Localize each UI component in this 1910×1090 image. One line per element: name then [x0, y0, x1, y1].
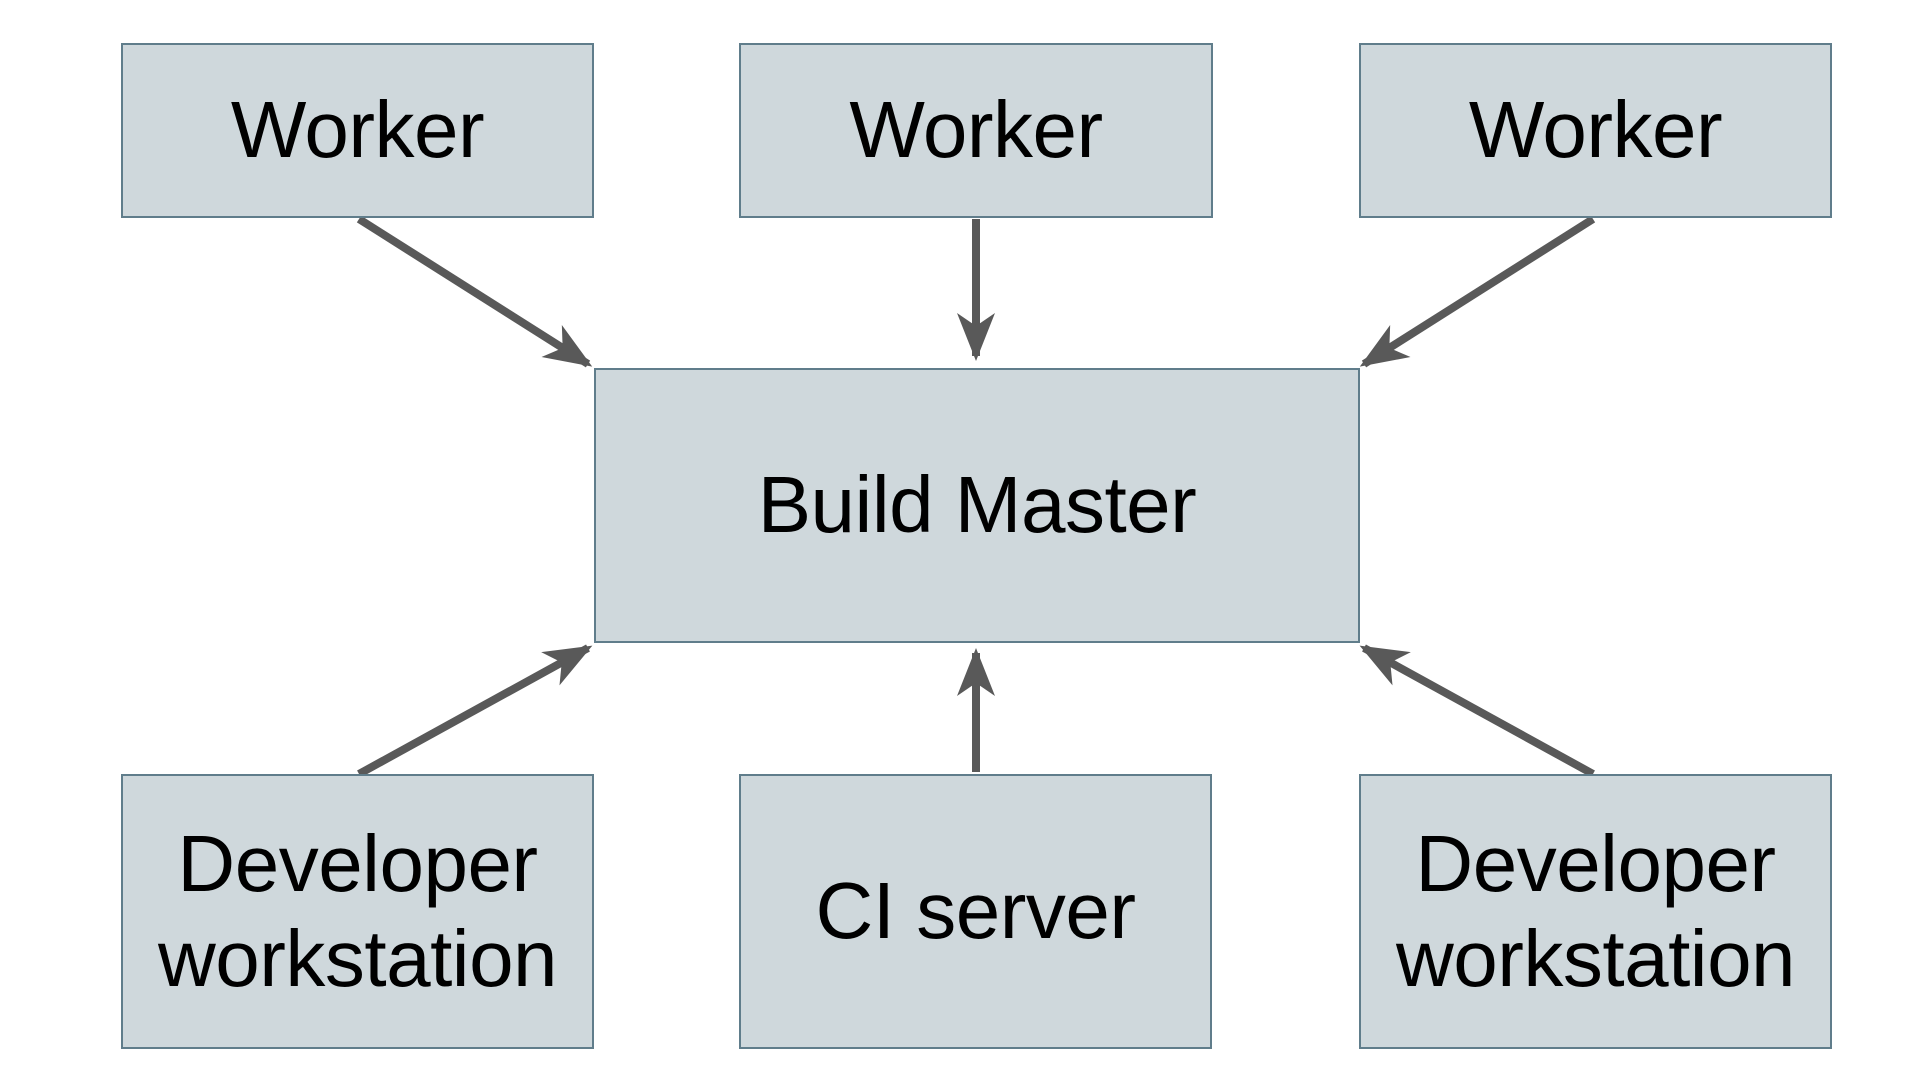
node-worker-1: Worker [121, 43, 594, 218]
arrow-worker1-to-build-master [356, 215, 593, 368]
node-build-master: Build Master [594, 368, 1360, 643]
node-build-master-label: Build Master [757, 460, 1197, 550]
node-worker-2: Worker [739, 43, 1213, 218]
node-developer-workstation-left-label: Developer workstation [157, 819, 558, 1003]
node-worker-3: Worker [1359, 43, 1832, 218]
arrow-worker3-to-build-master [1359, 215, 1596, 368]
node-ci-server: CI server [739, 774, 1212, 1049]
node-developer-workstation-right: Developer workstation [1359, 774, 1832, 1049]
arrow-devws-left-to-build-master [357, 644, 593, 778]
node-worker-3-label: Worker [1468, 85, 1723, 175]
arrow-devws-right-to-build-master [1359, 644, 1595, 778]
node-developer-workstation-right-label: Developer workstation [1395, 819, 1796, 1003]
node-developer-workstation-left: Developer workstation [121, 774, 594, 1049]
node-worker-2-label: Worker [849, 85, 1103, 175]
node-ci-server-label: CI server [815, 866, 1137, 956]
node-worker-1-label: Worker [230, 85, 485, 175]
